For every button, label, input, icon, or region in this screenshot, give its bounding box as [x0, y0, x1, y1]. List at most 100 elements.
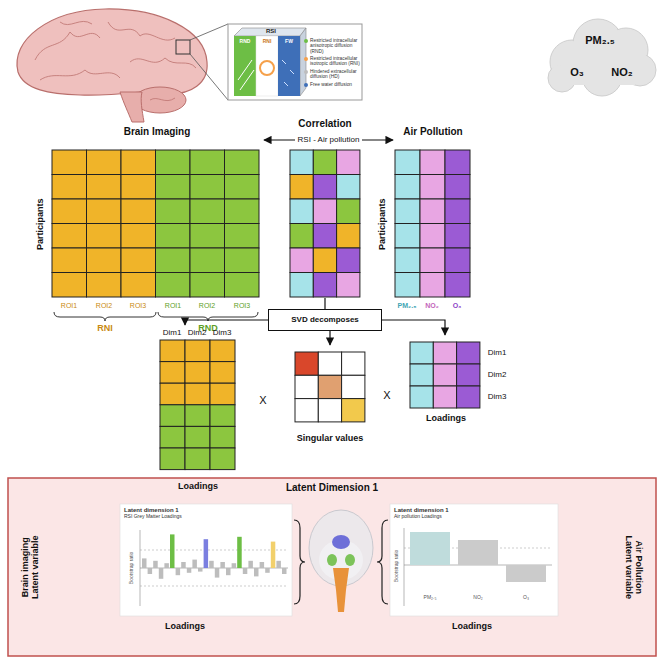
- matrix-cell: [160, 405, 185, 427]
- legend-text: Free water diffusion: [310, 82, 352, 87]
- chart-ground: [120, 504, 292, 616]
- legend-text: Restricted intracellular isotropic diffu…: [310, 56, 360, 67]
- text-label: Loadings: [165, 621, 205, 631]
- matrix-cell: [190, 150, 225, 175]
- text-label: PM₂.₅: [424, 595, 437, 601]
- panel-box: Latent Dimension 1Latent dimension 1RSI …: [8, 478, 656, 656]
- text-label: RNI: [263, 39, 272, 45]
- matrix-cell: [445, 224, 470, 249]
- matrix-cell: [337, 175, 360, 200]
- matrix-cell: [87, 199, 122, 224]
- matrix-cell: [313, 224, 336, 249]
- text-label: NO₂: [473, 595, 482, 601]
- matrix-box: Singular values: [290, 345, 370, 445]
- legend-swatch: [304, 83, 308, 87]
- matrix-cell: [318, 375, 341, 398]
- matrix-cell: [313, 150, 336, 175]
- text-label: ROI3: [130, 302, 146, 310]
- text-label: X: [259, 394, 266, 407]
- matrix-cell: [290, 248, 313, 273]
- text-label: ROI1: [165, 302, 181, 310]
- matrix-cell: [433, 386, 456, 408]
- matrix-cell: [457, 342, 480, 364]
- matrix-cell: [337, 273, 360, 298]
- node-label: Latent Dimension 1: [286, 482, 378, 494]
- node-label: Loadings: [426, 413, 466, 423]
- matrix-cell: [210, 362, 235, 384]
- matrix-cell: [210, 405, 235, 427]
- matrix-cell: [210, 340, 235, 362]
- matrix-cell: [410, 364, 433, 386]
- matrix-cell: [395, 150, 420, 175]
- text-label: Dim3: [213, 328, 232, 337]
- brain-illustration: [17, 9, 228, 122]
- matrix-cell: [160, 448, 185, 470]
- panel-ground: [8, 478, 656, 656]
- matrix-cell: [160, 426, 185, 448]
- matrix-cell: [342, 375, 365, 398]
- leader-line: [324, 298, 325, 309]
- matrix-cell: [52, 273, 87, 298]
- matrix-cell: [313, 199, 336, 224]
- chart-title: Latent dimension 1: [394, 507, 449, 514]
- text-label: Participants: [35, 198, 45, 250]
- matrix-cell: [420, 199, 445, 224]
- glass-brain: [309, 510, 373, 612]
- matrix-cell: [445, 273, 470, 298]
- text-label: O₃: [453, 302, 462, 310]
- matrix-cell: [295, 399, 318, 422]
- matrix-cell: [420, 224, 445, 249]
- bar-chart: [140, 528, 552, 606]
- text-label: PM₂.₅: [398, 302, 417, 310]
- matrix-cell: [210, 383, 235, 405]
- matrix-cell: [225, 248, 260, 273]
- matrix-cell: [87, 224, 122, 249]
- matrix-cell: [160, 340, 185, 362]
- matrix-cell: [87, 150, 122, 175]
- matrix-cell: [121, 224, 156, 249]
- matrix-cell: [156, 273, 191, 298]
- matrix-cell: [225, 175, 260, 200]
- brace: [377, 520, 388, 604]
- matrix-cell: [121, 248, 156, 273]
- matrix-cell: [420, 175, 445, 200]
- connector-arrow: [329, 331, 330, 345]
- legend-row: Restricted intracellular isotropic diffu…: [304, 56, 360, 67]
- matrix-cell: [445, 248, 470, 273]
- matrix-cell: [290, 273, 313, 298]
- cloud-node: PM₂.₅O₃NO₂: [545, 18, 657, 100]
- matrix-cell: [225, 199, 260, 224]
- text-label: ROI1: [61, 302, 77, 310]
- text-label: X: [383, 389, 390, 402]
- matrix-cell: [185, 340, 210, 362]
- legend-swatch: [304, 70, 308, 74]
- chart-ground: [390, 504, 558, 616]
- matrix-cell: [457, 364, 480, 386]
- matrix-cell: [156, 248, 191, 273]
- text-label: Air Pollution Latent variable: [624, 527, 645, 607]
- matrix-cell: [52, 248, 87, 273]
- legend-text: Restricted intracellular anisotropic dif…: [310, 38, 360, 54]
- matrix-cell: [52, 175, 87, 200]
- legend-row: Free water diffusion: [304, 82, 360, 87]
- matrix-cell: [52, 150, 87, 175]
- brace: [54, 312, 156, 321]
- matrix-cell: [190, 224, 225, 249]
- matrix-cell: [190, 175, 225, 200]
- legend-text: Hindered extracellular diffusion (HD): [310, 69, 360, 80]
- text-label: NO₂: [425, 302, 439, 310]
- chart-title: Latent dimension 1: [124, 507, 179, 514]
- matrix-cell: [337, 224, 360, 249]
- matrix-cell: [290, 224, 313, 249]
- text-label: Dim1: [163, 328, 182, 337]
- matrix-cell: [185, 405, 210, 427]
- matrix-cell: [156, 150, 191, 175]
- rsi-cube: [228, 24, 362, 100]
- matrix-cell: [52, 224, 87, 249]
- cloud-shape: [548, 19, 656, 96]
- matrix-cell: [342, 399, 365, 422]
- matrix-cell: [433, 342, 456, 364]
- matrix-cell: [156, 224, 191, 249]
- matrix-cell: [445, 150, 470, 175]
- matrix-cell: [121, 273, 156, 298]
